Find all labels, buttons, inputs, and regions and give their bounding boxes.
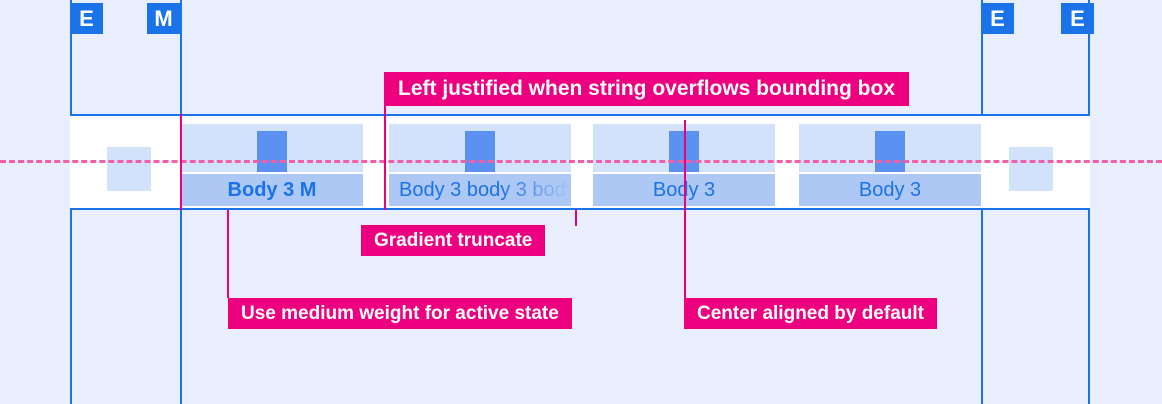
tab-icon-row: [799, 124, 981, 172]
annotation-center-aligned: Center aligned by default: [684, 298, 937, 329]
pink-connector-center: [684, 120, 686, 298]
tab-bar-container: Body 3 M Body 3 body 3 body 3 Body 3: [70, 114, 1090, 210]
placeholder-square-icon: [107, 147, 151, 191]
tab-icon-placeholder-icon: [465, 131, 495, 172]
pink-connector-gradient: [575, 210, 577, 226]
pink-connector-medium-weight: [227, 210, 229, 298]
pink-guide-active-tab-start: [180, 114, 182, 210]
placeholder-square-icon: [1009, 147, 1053, 191]
annotation-medium-weight: Use medium weight for active state: [228, 298, 572, 329]
edge-slot-left: [74, 140, 184, 191]
tab-label: Body 3 M: [227, 179, 317, 201]
tab-icon-placeholder-icon: [875, 131, 905, 172]
tab-icon-row: [389, 124, 571, 172]
badge-margin-left: M: [147, 3, 180, 34]
tab-label-row: Body 3 body 3 body 3: [389, 174, 571, 206]
edge-slot-right: [976, 140, 1086, 191]
annotation-gradient-truncate: Gradient truncate: [361, 225, 546, 256]
badge-edge-left-outer: E: [70, 3, 103, 34]
badge-edge-right-outer: E: [1061, 3, 1094, 34]
baseline-guide: [0, 160, 1162, 163]
tab-label: Body 3: [858, 179, 922, 201]
pink-guide-overflow-start: [384, 106, 386, 210]
tab-label: Body 3 body 3 body 3: [399, 179, 571, 201]
tab-label-row: Body 3: [799, 174, 981, 206]
tab-label: Body 3: [652, 179, 716, 201]
tab-item-active[interactable]: Body 3 M: [181, 124, 363, 206]
badge-edge-right-inner: E: [981, 3, 1014, 34]
tab-icon-placeholder-icon: [257, 131, 287, 172]
tab-item-overflow[interactable]: Body 3 body 3 body 3: [389, 124, 571, 206]
annotation-left-justified: Left justified when string overflows bou…: [384, 72, 909, 106]
tab-item-fourth[interactable]: Body 3: [799, 124, 981, 206]
tab-icon-row: [181, 124, 363, 172]
tab-label-row: Body 3 M: [181, 174, 363, 206]
